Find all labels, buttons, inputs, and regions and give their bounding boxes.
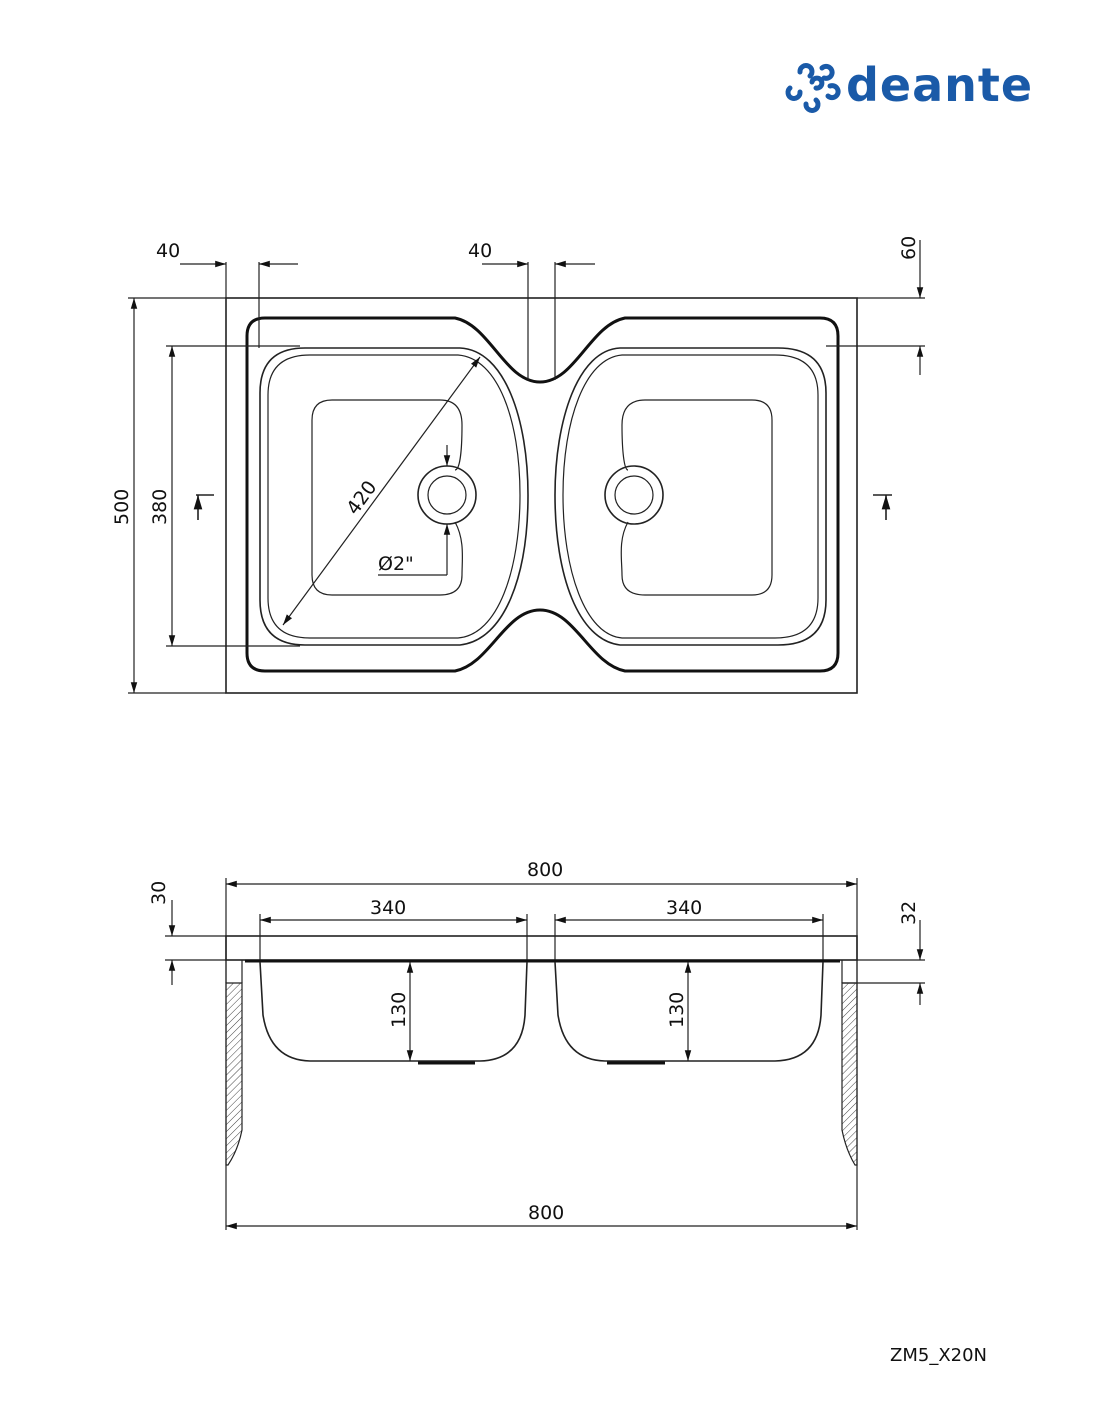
dim-middle-gap: 40: [468, 240, 492, 262]
section-marker-left-icon: [193, 494, 214, 520]
dim-bowl-right-height: 130: [666, 992, 688, 1028]
model-code: ZM5_X20N: [890, 1345, 987, 1366]
dim-bowl-right-width: 340: [666, 897, 702, 919]
deante-logo: deante: [785, 58, 1033, 113]
dim-overall-width-top: 800: [527, 859, 563, 881]
dim-drain: Ø2": [378, 553, 414, 575]
left-bowl: [259, 347, 529, 646]
dim-bowl-depth: 380: [149, 489, 171, 525]
left-bowl-profile: [259, 961, 528, 1062]
dim-rim-right: 32: [898, 901, 920, 925]
logo-text: deante: [846, 58, 1033, 112]
dim-back-margin: 60: [898, 236, 920, 260]
dim-bowl-left-height: 130: [388, 992, 410, 1028]
sink-rim: [225, 935, 858, 961]
dim-rim-left: 30: [148, 881, 170, 905]
sink-outline: [225, 297, 858, 694]
logo-symbol-icon: [785, 63, 841, 113]
section-marker-right-icon: [873, 494, 892, 520]
right-bowl-bottom: [620, 399, 773, 596]
left-drain-icon: [417, 465, 477, 525]
right-bowl: [554, 347, 827, 646]
dim-overall-width-bottom: 800: [528, 1202, 564, 1224]
sink-deck-contour: [245, 316, 840, 673]
dim-overall-depth: 500: [111, 489, 133, 525]
right-wall-hatched: [841, 982, 858, 1166]
right-bowl-profile: [554, 961, 824, 1062]
left-wall-hatched: [225, 982, 243, 1166]
dim-left-margin: 40: [156, 240, 180, 262]
dim-bowl-diagonal: 420: [342, 477, 381, 519]
dim-bowl-left-width: 340: [370, 897, 406, 919]
right-drain-icon: [604, 465, 664, 525]
side-view: 800 340 340 30 32 130 130 800: [148, 859, 925, 1230]
top-view: 40 40 60 500 380 420 Ø2": [111, 236, 925, 694]
